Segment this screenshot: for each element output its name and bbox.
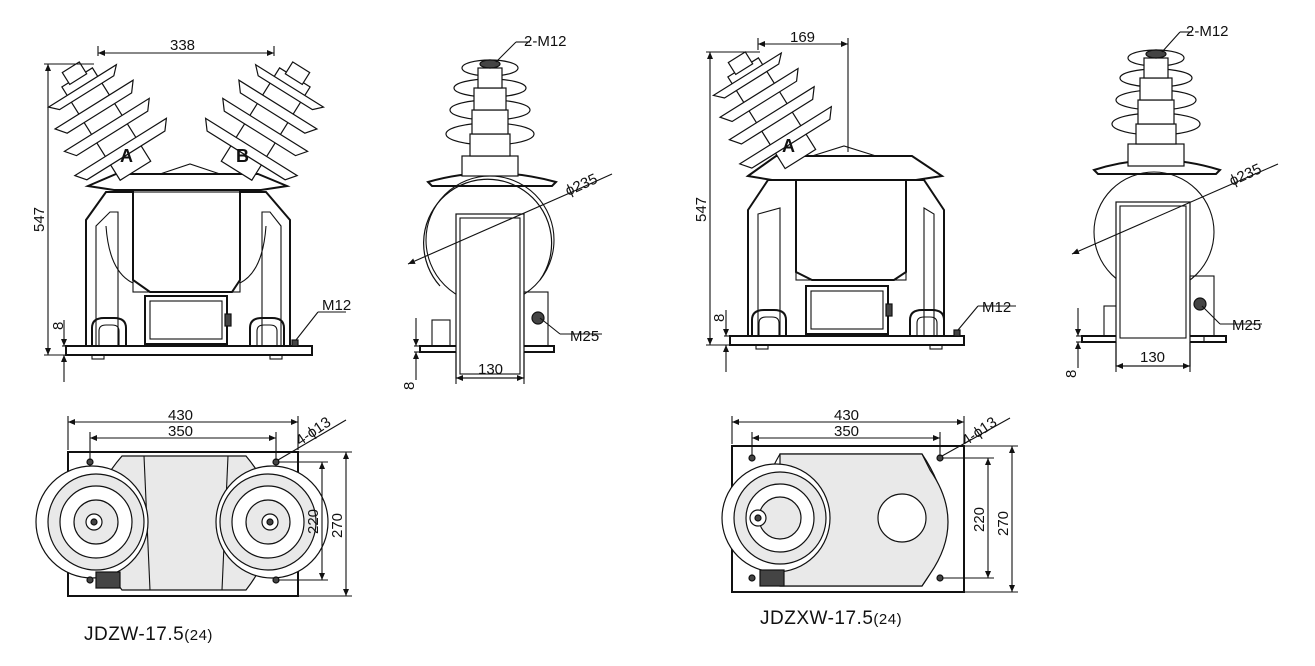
terminal-spacing-dim: 338 — [170, 37, 195, 54]
phase-a-label: A — [782, 136, 795, 156]
drain-bolt-label: M25 — [1232, 317, 1261, 334]
base-thickness-dim: 8 — [711, 314, 728, 322]
ground-bolt-label: M12 — [982, 299, 1011, 316]
jdzw-front-view: A B M12 338 547 8 — [31, 37, 351, 382]
phase-b-label: B — [236, 146, 249, 166]
hole-spacing-dim: 350 — [168, 423, 193, 440]
base-thickness-dim: 8 — [1063, 370, 1080, 378]
base-thickness-dim: 8 — [401, 382, 418, 390]
jdzxw-side-view: 2-M12 ϕ235 M25 130 8 — [1063, 23, 1279, 378]
terminal-thread-label: 2-M12 — [524, 33, 567, 50]
jdzw-plan-view: 430 350 4-ϕ13 220 270 JDZW-17.5(24) — [35, 407, 352, 645]
base-thickness-dim: 8 — [50, 322, 67, 330]
terminal-thread-label: 2-M12 — [1186, 23, 1229, 40]
overall-width-dim: 270 — [995, 511, 1012, 536]
jdzw-side-view: 2-M12 ϕ235 M25 130 8 — [401, 33, 613, 390]
terminal-offset-dim: 169 — [790, 29, 815, 46]
model-label: JDZXW-17.5(24) — [760, 608, 902, 629]
ground-bolt-label: M12 — [322, 297, 351, 314]
diameter-label: ϕ235 — [563, 171, 600, 200]
hole-spacing-dim: 350 — [834, 423, 859, 440]
mounting-holes-label: 4-ϕ13 — [293, 414, 334, 450]
jdzxw-plan-view: 430 350 4-ϕ13 220 270 JDZXW-17.5(24) — [721, 407, 1018, 629]
overall-height-dim: 547 — [693, 197, 710, 222]
phase-a-label: A — [120, 146, 133, 166]
drain-bolt-label: M25 — [570, 328, 599, 345]
overall-length-dim: 430 — [168, 407, 193, 424]
overall-length-dim: 430 — [834, 407, 859, 424]
diameter-label: ϕ235 — [1227, 161, 1264, 190]
jdzxw-front-view: A M12 169 547 8 — [693, 29, 1016, 372]
hole-spacing-width-dim: 220 — [305, 509, 322, 534]
hole-spacing-width-dim: 220 — [971, 507, 988, 532]
overall-height-dim: 547 — [31, 207, 48, 232]
mounting-holes-label: 4-ϕ13 — [959, 414, 1000, 450]
model-label: JDZW-17.5(24) — [84, 624, 213, 645]
base-width-dim: 130 — [478, 361, 503, 378]
overall-width-dim: 270 — [329, 513, 346, 538]
base-width-dim: 130 — [1140, 349, 1165, 366]
